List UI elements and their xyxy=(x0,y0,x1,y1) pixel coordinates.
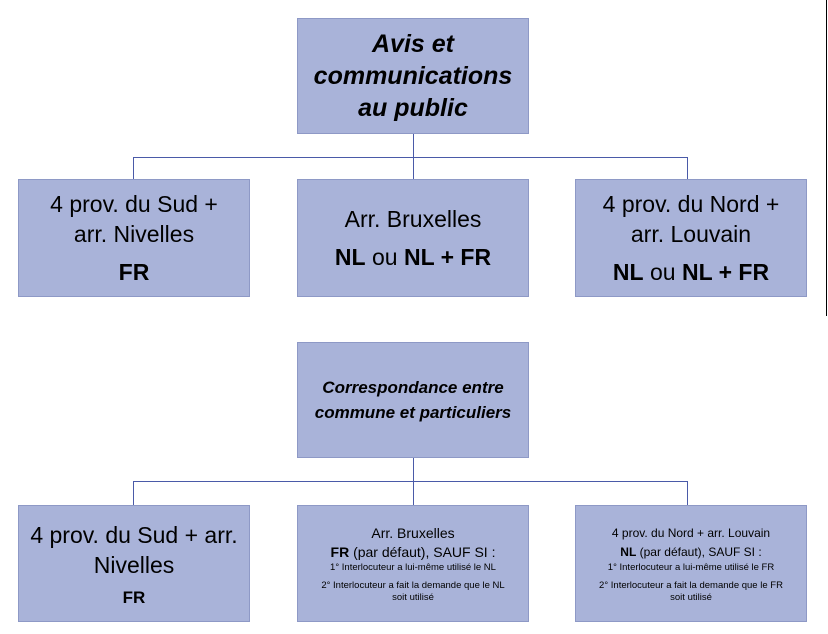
language-label: FR xyxy=(118,259,150,285)
frame-edge xyxy=(826,0,827,316)
node-text-line: Arr. Bruxelles xyxy=(344,206,482,232)
node-text-line: arr. Louvain xyxy=(630,221,752,247)
language-label: NL + FR xyxy=(403,244,492,270)
node-top-brussels: Arr. Bruxelles NL ou NL + FR xyxy=(297,179,529,297)
node-title-line: communications xyxy=(313,62,513,90)
connector-top-left xyxy=(133,157,134,179)
node-top-south: 4 prov. du Sud + arr. Nivelles FR xyxy=(18,179,250,297)
connector-top-stem xyxy=(413,134,414,157)
language-label: FR xyxy=(122,588,146,607)
condition-2-line: 2° Interlocuteur a fait la demande que l… xyxy=(599,579,783,591)
node-text-line: Arr. Bruxelles xyxy=(371,524,455,541)
language-label: NL xyxy=(334,244,366,270)
connector-bottom-bar xyxy=(133,481,687,482)
connector-bottom-stem xyxy=(413,458,414,481)
node-title-line: Correspondance entre xyxy=(322,378,504,397)
condition-1: 1° Interlocuteur a lui-même utilisé le N… xyxy=(330,561,496,573)
connector-bottom-center xyxy=(413,481,414,505)
node-bottom-north: 4 prov. du Nord + arr. Louvain NL (par d… xyxy=(575,505,807,622)
condition-2-line: 2° Interlocuteur a fait la demande que l… xyxy=(321,579,505,591)
node-title-line: commune et particuliers xyxy=(314,403,512,422)
connector-bottom-right xyxy=(687,481,688,505)
language-label: NL xyxy=(620,544,637,559)
language-label: NL xyxy=(612,259,644,285)
condition-2-line: soit utilisé xyxy=(670,591,712,603)
connector-top-center xyxy=(413,157,414,179)
node-text-line: arr. Nivelles xyxy=(73,221,195,247)
node-correspondance: Correspondance entre commune et particul… xyxy=(297,342,529,458)
node-title-line: au public xyxy=(358,94,468,122)
node-text-line: 4 prov. du Sud + xyxy=(50,191,218,217)
connector-text: ou xyxy=(643,259,682,285)
connector-bottom-left xyxy=(133,481,134,505)
language-label: NL + FR xyxy=(681,259,770,285)
condition-2-line: soit utilisé xyxy=(392,591,434,603)
node-text-line: 4 prov. du Nord + arr. Louvain xyxy=(611,525,771,540)
node-text-line: Nivelles xyxy=(93,552,175,578)
rule-text: (par défaut), SAUF SI : xyxy=(349,543,496,560)
node-title-line: Avis et xyxy=(372,30,454,58)
node-text-line: 4 prov. du Sud + arr. xyxy=(30,522,238,548)
language-label: FR xyxy=(330,543,350,560)
node-avis-communications: Avis et communications au public xyxy=(297,18,529,134)
condition-1: 1° Interlocuteur a lui-même utilisé le F… xyxy=(607,561,775,573)
node-bottom-brussels: Arr. Bruxelles FR (par défaut), SAUF SI … xyxy=(297,505,529,622)
connector-top-right xyxy=(687,157,688,179)
node-top-north: 4 prov. du Nord + arr. Louvain NL ou NL … xyxy=(575,179,807,297)
node-text-line: 4 prov. du Nord + xyxy=(602,191,780,217)
node-bottom-south: 4 prov. du Sud + arr. Nivelles FR xyxy=(18,505,250,622)
rule-text: (par défaut), SAUF SI : xyxy=(636,544,762,559)
connector-text: ou xyxy=(365,244,404,270)
connector-top-bar xyxy=(133,157,687,158)
